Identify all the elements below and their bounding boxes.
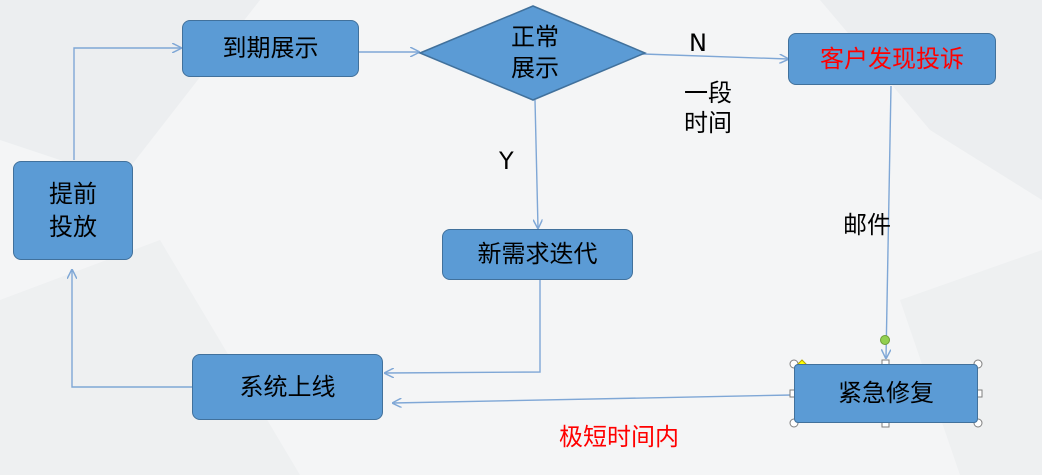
node-early-line2: 投放 [49,212,97,241]
label-email: 邮件 [843,211,891,239]
label-period-line2: 时间 [684,109,732,137]
rotate-handle [880,335,890,345]
arrow-iteration-to-online [385,280,541,373]
node-expire-display-label: 到期展示 [222,34,319,63]
arrow-complaint-to-fix [886,85,892,358]
node-customer-complaint[interactable]: 客户发现投诉 [788,33,996,85]
label-no: N [689,29,707,57]
decision-diamond [418,5,647,101]
node-new-iteration[interactable]: 新需求迭代 [442,229,633,280]
arrow-early-to-expire [73,48,181,160]
label-very-short-time: 极短时间内 [559,423,679,451]
label-period-line1: 一段 [684,79,732,107]
node-system-online-label: 系统上线 [239,372,336,401]
node-new-iteration-label: 新需求迭代 [477,240,598,269]
node-early-line1: 提前 [49,180,97,209]
label-period: 一段 时间 [684,78,732,138]
node-emergency-fix-label: 紧急修复 [838,379,934,408]
node-system-online[interactable]: 系统上线 [192,354,383,420]
arrow-online-to-early [72,270,192,388]
node-normal-display-label[interactable]: 正常 展示 [490,22,580,84]
label-yes: Y [499,147,514,175]
arrow-normal-to-complaint [642,53,788,59]
node-customer-complaint-label: 客户发现投诉 [820,44,964,73]
node-expire-display[interactable]: 到期展示 [182,20,359,77]
arrow-normal-to-iteration [535,99,538,228]
arrow-fix-to-online [393,394,793,403]
node-normal-line2: 展示 [511,54,559,83]
node-early-launch[interactable]: 提前 投放 [13,161,133,260]
node-normal-line1: 正常 [511,23,559,51]
node-emergency-fix[interactable]: 紧急修复 [794,364,978,423]
